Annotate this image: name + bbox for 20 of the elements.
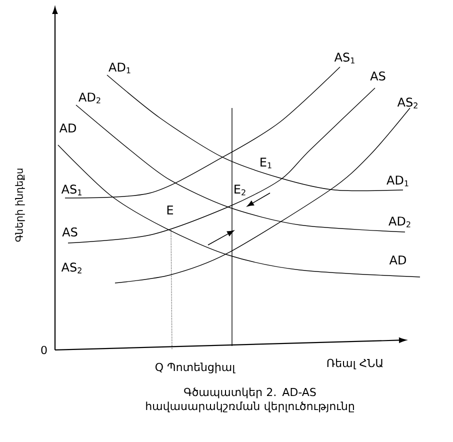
- caption: Գծապատկեր 2. AD-AS հավասարակշռման վերլուծությունը: [146, 388, 354, 412]
- axis-label: Q Պոտենցիալ: [156, 362, 236, 374]
- curve-label: AD$_{1}$: [108, 62, 130, 74]
- curve-label: AD: [389, 256, 406, 264]
- point-label: E$_{2}$: [234, 184, 246, 196]
- curve-label: AS$_{2}$: [397, 98, 418, 108]
- curve-label: AS$_{2}$: [61, 262, 82, 274]
- axis-label: Ռեալ ՀՆԱ: [327, 358, 383, 370]
- curve-label: AS$_{1}$: [61, 184, 82, 196]
- point-label: E: [167, 206, 174, 214]
- axis-label: Գների ինդեքս: [15, 168, 25, 242]
- curve-label: AD: [59, 124, 76, 132]
- curve-label: AD$_{2}$: [78, 92, 100, 104]
- point-label: E$_{1}$: [260, 158, 272, 168]
- curve-label: AD$_{1}$: [386, 176, 408, 186]
- origin-label: 0: [41, 346, 47, 354]
- curve-label: AS: [370, 71, 386, 81]
- curve-label: AS$_{1}$: [334, 52, 354, 64]
- curve-label: AD$_{2}$: [388, 216, 410, 228]
- curve-label: AS: [62, 227, 78, 237]
